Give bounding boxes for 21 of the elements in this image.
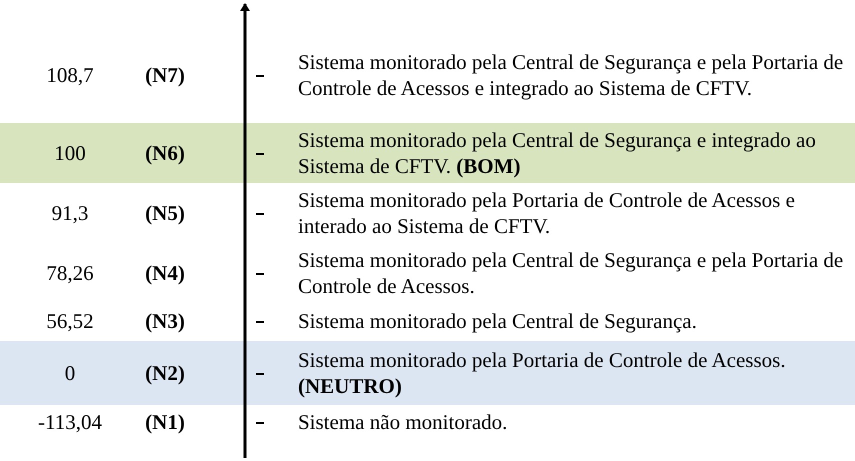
level-code: (N3) [144, 309, 186, 334]
level-code: (N5) [144, 201, 186, 226]
level-description: Sistema monitorado pela Portaria de Controle de Acessos e interado ao Sistema de CFTV. [298, 187, 796, 239]
level-description: Sistema monitorado pela Central de Segurança e pela Portaria de Controle de Acessos e integrado ao Sistema de CFTV. [298, 49, 844, 101]
level-code: (N2) [144, 361, 186, 386]
scale-value: 56,52 [45, 309, 95, 334]
level-description: Sistema monitorado pela Central de Segurança e integrado ao Sistema de CFTV. (BOM) [298, 127, 817, 179]
level-description: Sistema monitorado pela Central de Segurança. [298, 308, 698, 334]
level-description: Sistema monitorado pela Portaria de Controle de Acessos. (NEUTRO) [298, 347, 787, 399]
level-code: (N4) [144, 261, 186, 286]
level-description: Sistema não monitorado. [298, 409, 508, 435]
scale-value: 91,3 [50, 201, 90, 226]
scale-value: 0 [64, 361, 76, 386]
scale-value: 100 [53, 141, 87, 166]
scale-value: -113,04 [37, 410, 103, 435]
level-code: (N1) [144, 410, 186, 435]
scale-value: 78,26 [45, 261, 95, 286]
level-code: (N6) [144, 141, 186, 166]
level-description: Sistema monitorado pela Central de Segurança e pela Portaria de Controle de Acessos. [298, 247, 844, 299]
scale-value: 108,7 [45, 63, 95, 88]
level-code: (N7) [144, 63, 186, 88]
